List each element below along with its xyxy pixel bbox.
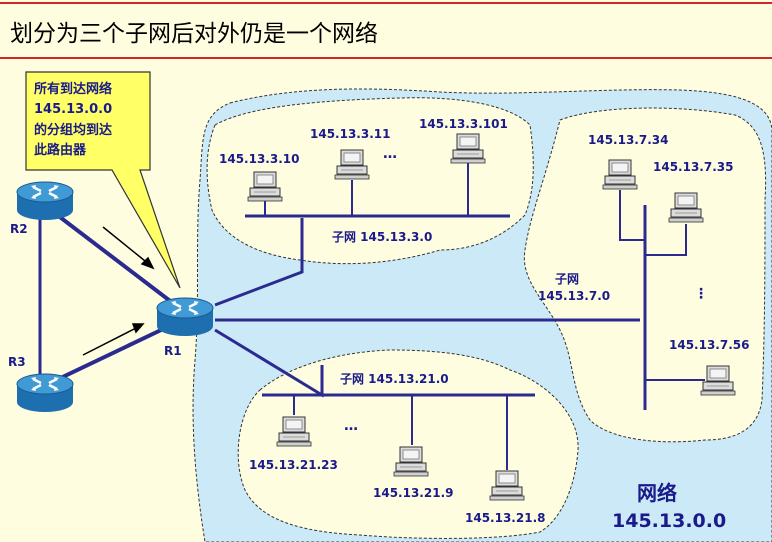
subnet-21-bus [262, 393, 535, 470]
ellipsis: … [344, 418, 358, 434]
subnet-7-label-line-2: 145.13.7.0 [538, 289, 610, 303]
callout-line-1: 所有到达网络 [34, 81, 112, 97]
subnet-7-bus [619, 190, 705, 410]
host-label: 145.13.3.101 [419, 117, 508, 131]
subnet-3-area [206, 97, 534, 265]
flow-arrows [82, 226, 155, 356]
router-links [38, 206, 184, 386]
subnet-7-label-line-1: 子网 [555, 272, 579, 286]
router-r1-icon [155, 296, 215, 338]
title-underline [0, 57, 772, 59]
router-r2-icon [15, 180, 75, 222]
callout-line-4: 此路由器 [34, 142, 87, 158]
network-label-line-1: 网络 [637, 481, 677, 505]
page-title: 划分为三个子网后对外仍是一个网络 [10, 21, 378, 47]
callout: 所有到达网络 145.13.0.0 的分组均到达 此路由器 [25, 71, 181, 289]
host-label: 145.13.21.9 [373, 486, 453, 500]
host-label: 145.13.7.56 [669, 338, 749, 352]
host-label: 145.13.7.34 [588, 133, 668, 147]
host-label: 145.13.21.23 [249, 458, 338, 472]
network-label-line-2: 145.13.0.0 [612, 510, 726, 532]
host-label: 145.13.3.11 [310, 127, 390, 141]
host-label: 145.13.7.35 [653, 160, 733, 174]
router-r2-label: R2 [10, 222, 28, 236]
router-r3-icon [15, 372, 75, 414]
subnet-3-bus [245, 163, 510, 218]
ellipsis: ⋮ [694, 286, 708, 302]
subnet-3-label: 子网 145.13.3.0 [332, 230, 432, 244]
host-label: 145.13.21.8 [465, 511, 545, 525]
subnet-21-label: 子网 145.13.21.0 [340, 372, 449, 386]
ellipsis: … [383, 146, 397, 162]
router-r1-label: R1 [164, 344, 182, 358]
callout-line-3: 的分组均到达 [34, 122, 112, 138]
router-r3-label: R3 [8, 355, 26, 369]
top-rule [0, 2, 772, 4]
callout-line-2: 145.13.0.0 [34, 102, 112, 117]
host-label: 145.13.3.10 [219, 152, 299, 166]
